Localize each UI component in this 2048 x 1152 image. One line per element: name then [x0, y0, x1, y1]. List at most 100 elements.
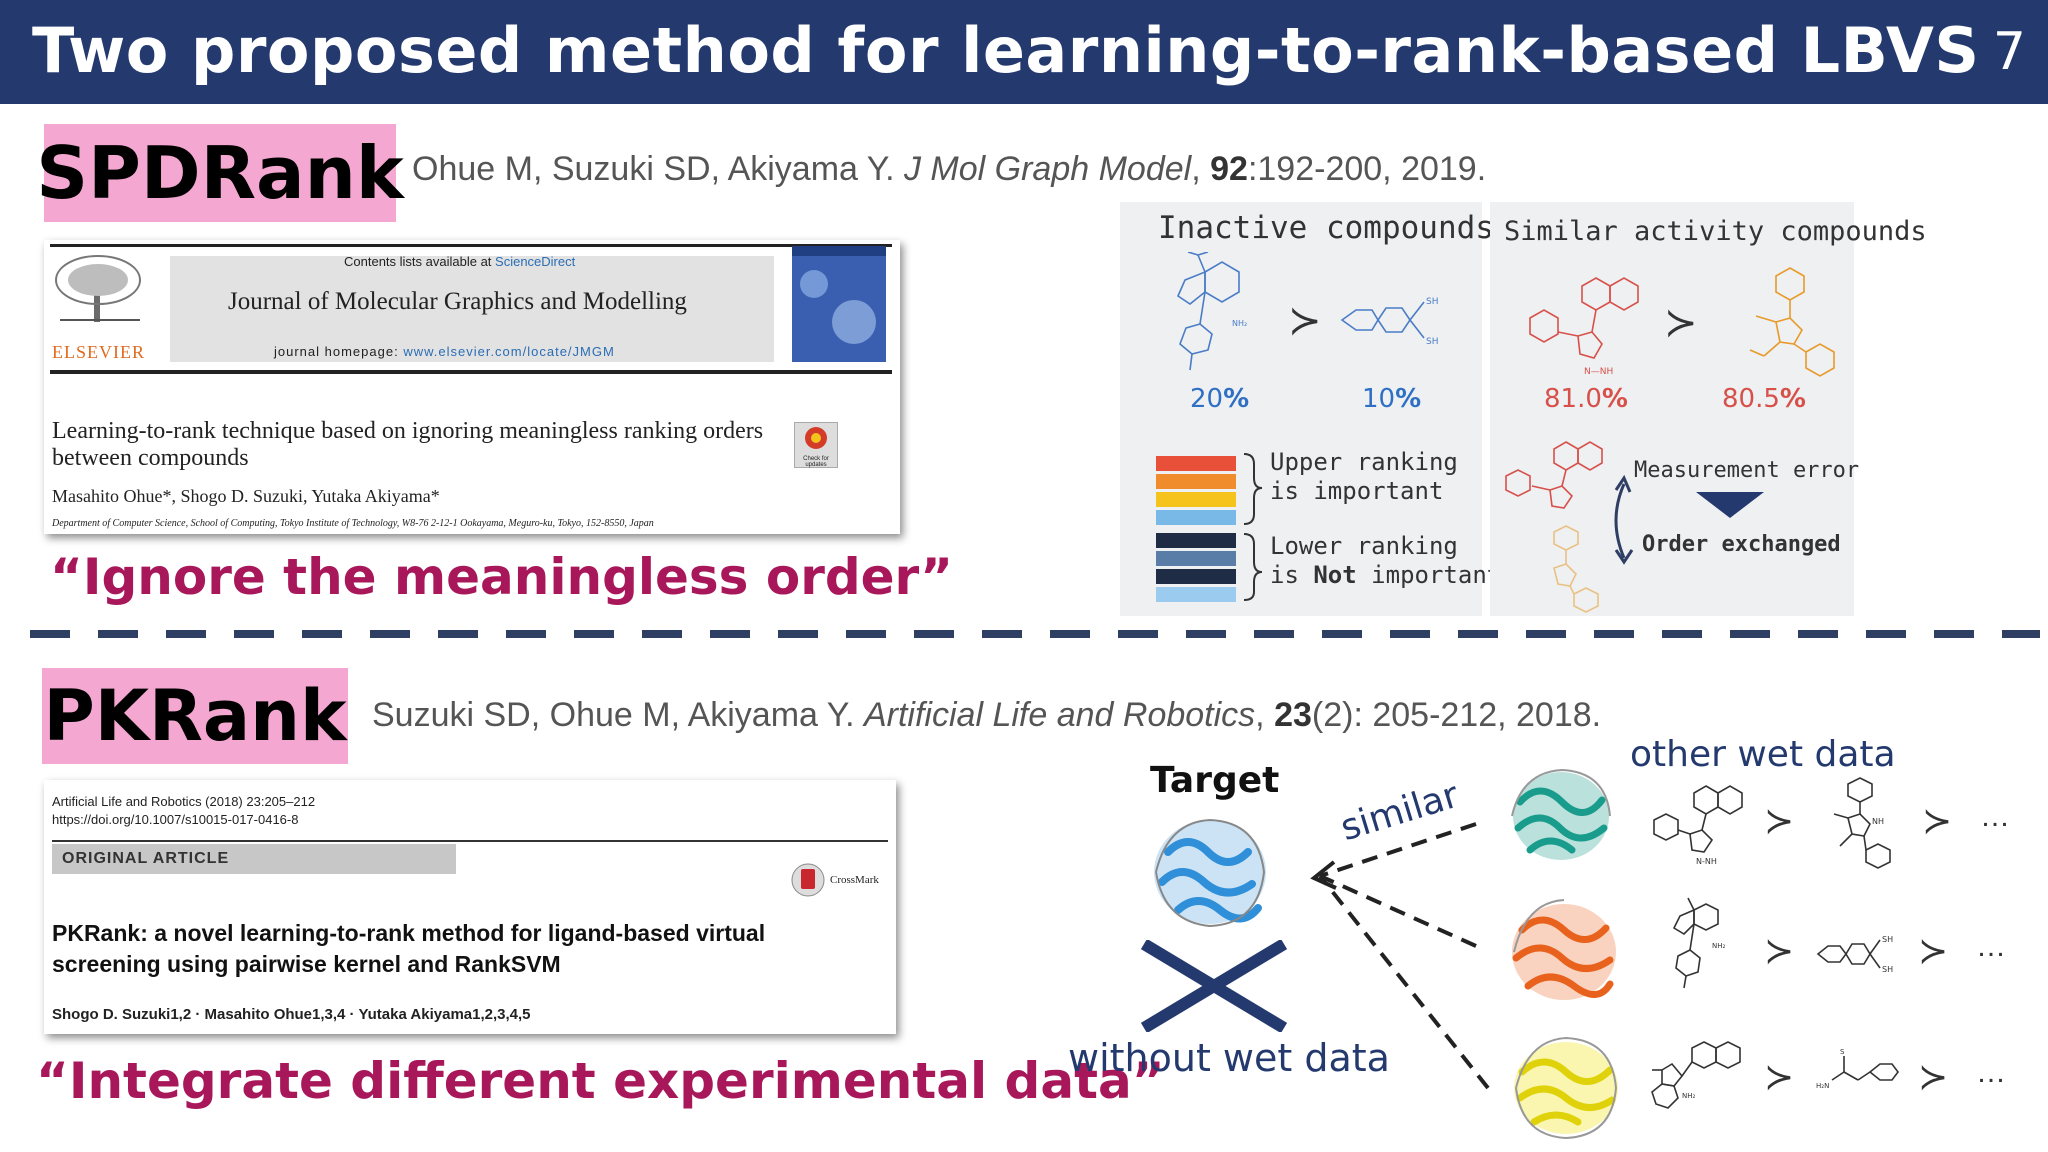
ligand-row2-b-icon: SH SH [1816, 935, 1893, 974]
down-triangle-icon [1696, 492, 1764, 518]
inactive-molecule-b-icon: SH SH [1340, 297, 1438, 347]
ranking-bar [1156, 474, 1236, 489]
similar-value-b-percent: % [1779, 384, 1806, 414]
svg-text:NH: NH [1872, 817, 1884, 826]
elsevier-tree-icon [55, 255, 141, 322]
inactive-greater-sign: ≻ [1288, 299, 1322, 343]
ligand-row3-a-icon: NH₂ [1651, 1041, 1741, 1109]
exchanged-molecule-orange-icon [1553, 525, 1599, 613]
spdrank-quote: “Ignore the meaningless order” [50, 548, 954, 606]
ranking-braces-icon [1243, 453, 1263, 601]
crossmark-icon[interactable] [790, 862, 826, 898]
page-number: 7 [1992, 22, 2026, 82]
svg-text:SH: SH [1882, 965, 1893, 974]
paper-title: Learning-to-rank technique based on igno… [52, 418, 764, 471]
paper-doi[interactable]: https://doi.org/10.1007/s10015-017-0416-… [52, 812, 299, 827]
similar-compounds-panel [1490, 202, 1854, 616]
citation-separator: , [1255, 696, 1275, 734]
inactive-value-a-number: 20 [1190, 384, 1224, 414]
svg-text:SH: SH [1426, 297, 1438, 307]
paper-affiliation: Department of Computer Science, School o… [52, 518, 654, 529]
measurement-error-label: Measurement error [1634, 458, 1860, 483]
pkrank-quote: “Integrate different experimental data” [36, 1052, 1165, 1110]
citation-volume: 23 [1274, 696, 1312, 734]
svg-text:N-NH: N-NH [1696, 857, 1717, 866]
lower-ranking-pre: is [1270, 561, 1314, 589]
lower-ranking-not: Not [1313, 561, 1357, 589]
paper-rule [52, 840, 888, 842]
similar-value-b: 80.5% [1722, 384, 1806, 414]
publisher-name: ELSEVIER [52, 342, 145, 362]
contents-line: Contents lists available at ScienceDirec… [344, 254, 575, 269]
svg-text:N—NH: N—NH [1584, 367, 1613, 377]
citation-authors: Ohue M, Suzuki SD, Akiyama Y. [412, 150, 904, 188]
pkrank-tag: PKRank [42, 668, 348, 764]
svg-text:SH: SH [1882, 935, 1893, 944]
svg-text:SH: SH [1426, 337, 1438, 347]
inactive-value-b: 10% [1362, 384, 1421, 414]
without-wet-data-label: without wet data [1068, 1036, 1390, 1080]
ranking-bar [1156, 533, 1236, 548]
upper-ranking-line1: Upper ranking [1270, 448, 1458, 476]
citation-journal: J Mol Graph Model [903, 150, 1192, 188]
ellipsis-row2: … [1976, 930, 2006, 963]
svg-text:H₂N: H₂N [1816, 1082, 1829, 1090]
homepage-prefix: journal homepage: [274, 344, 404, 359]
svg-text:NH₂: NH₂ [1712, 942, 1726, 950]
journal-name: Journal of Molecular Graphics and Modell… [228, 288, 687, 315]
protein-yellow-icon [1514, 1036, 1618, 1140]
cross-mark-icon [1140, 940, 1288, 1032]
svg-text:NH₂: NH₂ [1682, 1092, 1696, 1100]
inactive-value-b-number: 10 [1362, 384, 1396, 414]
ranking-bar [1156, 569, 1236, 584]
gt-row1-b: ≻ [1922, 800, 1953, 841]
check-updates-label: Check for updates [803, 456, 829, 468]
citation-volume: 92 [1210, 150, 1248, 188]
citation-separator: , [1191, 150, 1211, 188]
homepage-line: journal homepage: www.elsevier.com/locat… [274, 344, 615, 359]
similar-value-a-number: 81.0 [1544, 384, 1602, 414]
ranking-bar [1156, 510, 1236, 525]
ranking-bar [1156, 551, 1236, 566]
sciencedirect-link[interactable]: ScienceDirect [495, 254, 576, 269]
paper-journal-line: Artificial Life and Robotics (2018) 23:2… [52, 794, 316, 809]
spdrank-citation: Ohue M, Suzuki SD, Akiyama Y. J Mol Grap… [412, 150, 1486, 189]
exchange-arrow-icon [1614, 474, 1634, 565]
ligand-row1-a-icon: N-NH [1653, 785, 1743, 866]
similar-value-a: 81.0% [1544, 384, 1628, 414]
gt-row3-a: ≻ [1764, 1056, 1795, 1097]
svg-text:NH₂: NH₂ [1232, 319, 1247, 328]
target-protein-icon [1154, 818, 1266, 928]
citation-pages: (2): 205-212, 2018. [1311, 696, 1602, 734]
crossmark-label: CrossMark [830, 874, 879, 886]
upper-ranking-line2: is important [1270, 477, 1444, 505]
target-label: Target [1150, 760, 1280, 801]
exchanged-molecule-red-icon [1505, 441, 1603, 509]
article-type-label: ORIGINAL ARTICLE [62, 850, 230, 867]
check-updates-badge[interactable]: Check for updates [794, 422, 838, 468]
ranking-bar [1156, 587, 1236, 602]
pkrank-citation: Suzuki SD, Ohue M, Akiyama Y. Artificial… [372, 696, 1601, 735]
paper-authors: Masahito Ohue*, Shogo D. Suzuki, Yutaka … [52, 486, 440, 506]
spdrank-tag: SPDRank [36, 124, 404, 222]
lower-ranking-line1: Lower ranking [1270, 532, 1458, 560]
gt-row2-a: ≻ [1764, 930, 1795, 971]
gt-row2-b: ≻ [1918, 930, 1949, 971]
inactive-molecule-a-icon: NH₂ [1176, 252, 1247, 371]
paper-title: PKRank: a novel learning-to-rank method … [52, 920, 766, 977]
other-wet-data-label: other wet data [1630, 734, 1896, 775]
citation-authors: Suzuki SD, Ohue M, Akiyama Y. [372, 696, 864, 734]
journal-banner [170, 256, 774, 362]
slide-title: Two proposed method for learning-to-rank… [32, 14, 1980, 87]
similarity-arrows-icon [1310, 822, 1490, 1090]
similar-molecule-a-icon: N—NH [1529, 277, 1639, 377]
order-exchanged-label: Order exchanged [1642, 532, 1841, 557]
check-updates-icon [805, 427, 827, 449]
protein-orange-icon [1512, 899, 1616, 1000]
ligand-row1-b-icon: NH [1833, 777, 1891, 869]
homepage-link[interactable]: www.elsevier.com/locate/JMGM [403, 344, 615, 359]
similar-panel-title: Similar activity compounds [1504, 216, 1927, 247]
